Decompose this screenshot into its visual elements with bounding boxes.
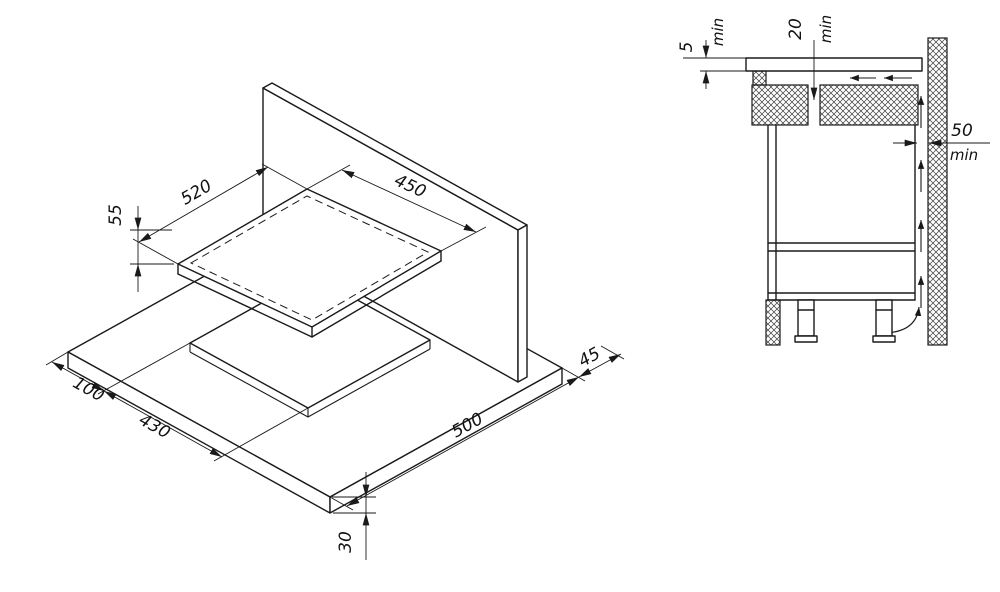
cabinet-leg bbox=[797, 299, 815, 337]
cooktop-body-edge bbox=[177, 260, 442, 338]
dim-label-520: 520 bbox=[177, 176, 215, 210]
back-panel-side-edge bbox=[517, 224, 528, 383]
leg-foot bbox=[794, 335, 818, 343]
dimension-30: 30 bbox=[332, 472, 376, 560]
dimension-50-min: 50 min bbox=[893, 121, 990, 164]
cooktop-marking-dashed bbox=[189, 195, 430, 321]
countertop-section-left bbox=[751, 84, 809, 126]
wall-section bbox=[927, 37, 948, 346]
cooktop-glass-profile bbox=[745, 57, 923, 72]
dim-label-50-min: min bbox=[950, 146, 978, 164]
countertop-section bbox=[751, 70, 919, 126]
cabinet-leg bbox=[875, 299, 893, 337]
dim-label-30: 30 bbox=[336, 531, 356, 553]
dimension-55: 55 bbox=[106, 204, 174, 292]
dim-label-20-min: min bbox=[817, 15, 835, 43]
dim-label-5-min: min bbox=[709, 18, 727, 46]
section-view: 5 min 20 min 50 min bbox=[677, 15, 990, 346]
dimension-45: 45 bbox=[575, 344, 625, 378]
dim-label-55: 55 bbox=[106, 204, 126, 226]
dimension-5-min: 5 min bbox=[677, 18, 748, 89]
countertop-section-right bbox=[819, 84, 919, 126]
cabinet-section bbox=[765, 124, 916, 346]
isometric-view: 520 450 55 100 430 bbox=[45, 82, 625, 560]
dim-label-20: 20 bbox=[786, 18, 806, 40]
dimension-20-min: 20 min bbox=[786, 15, 835, 100]
cooktop-frame-section bbox=[752, 70, 767, 86]
dim-label-45: 45 bbox=[575, 344, 604, 372]
dim-label-50: 50 bbox=[951, 121, 973, 141]
toe-kick-section bbox=[765, 299, 781, 346]
dim-label-5: 5 bbox=[677, 42, 697, 53]
leg-foot bbox=[872, 335, 896, 343]
